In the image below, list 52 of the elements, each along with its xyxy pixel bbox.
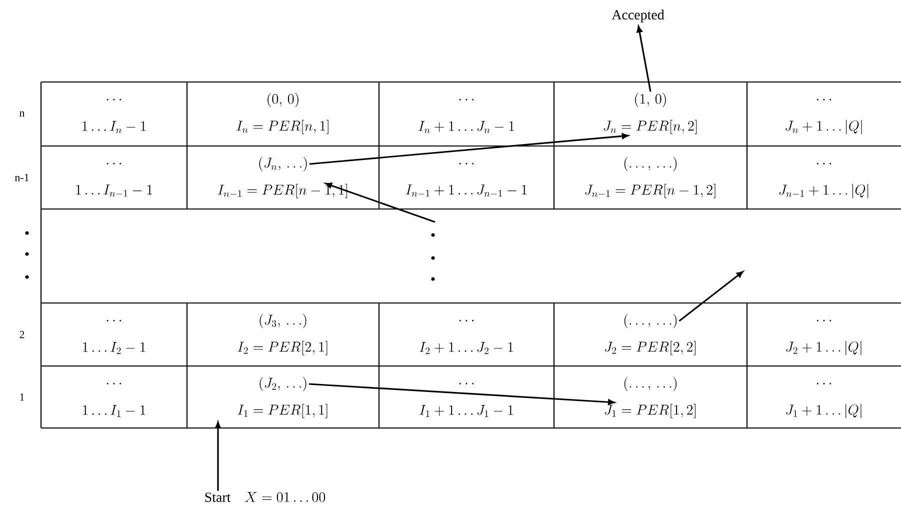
math-expression: $I_2+1\ldots J_2-1$ [420, 342, 513, 354]
math-expression: $I_2=PER[2,1]$ [238, 340, 328, 356]
math-expression: $\cdots$ [816, 320, 832, 322]
math-expression: $I_1=PER[1,1]$ [238, 404, 328, 418]
math-expression: $(0,\,0)$ [268, 92, 298, 108]
row-label: n [20, 111, 25, 117]
flow-label: Start $X=01\ldots 00$ [205, 492, 326, 502]
math-expression: $\cdots$ [816, 98, 832, 100]
math-expression: $J_n+1\ldots |Q|$ [786, 120, 862, 134]
math-expression: $I_{n-1}+1\ldots J_{n-1}-1$ [406, 184, 527, 197]
math-expression: $(\ldots,\,\ldots)$ [624, 314, 677, 328]
math-expression: $J_n=PER[n,2]$ [604, 120, 697, 134]
row-label: 2 [20, 330, 24, 338]
math-expression: $J_1=PER[1,2]$ [604, 404, 696, 418]
arrow [215, 422, 221, 491]
math-expression: $I_{n-1}=PER[n-1,1]$ [218, 184, 348, 198]
row-label: 1 [20, 393, 24, 401]
math-expression: $1\ldots I_1-1$ [83, 405, 146, 417]
math-expression: $\cdots$ [459, 162, 474, 164]
math-expression: $(J_n,\,\ldots)$ [259, 156, 307, 172]
math-expression: $J_2+1\ldots |Q|$ [786, 340, 862, 356]
math-expression: $(1,\,0)$ [635, 92, 666, 108]
math-expression: $(\ldots,\,\ldots)$ [624, 376, 677, 392]
math-expression: $\cdots$ [459, 320, 474, 322]
flow-label: Accepted [612, 10, 664, 22]
arrow [309, 133, 628, 165]
math-expression: $I_1+1\ldots J_1-1$ [420, 405, 513, 417]
math-expression: $1\ldots I_n-1$ [82, 121, 146, 134]
math-expression: $J_1+1\ldots |Q|$ [786, 404, 862, 418]
arrow [678, 271, 744, 322]
math-expression: $I_n=PER[n,1]$ [236, 120, 328, 134]
math-expression: $\cdots$ [816, 382, 832, 384]
row-label: n-1 [14, 174, 29, 182]
math-expression: $1\ldots I_2-1$ [83, 342, 146, 354]
math-expression: $\cdots$ [106, 320, 122, 322]
math-expression: $\cdots$ [106, 98, 122, 100]
math-expression: $J_2=PER[2,2]$ [604, 340, 696, 356]
math-expression: $\cdots$ [106, 162, 122, 164]
math-expression: $I_n+1\ldots J_n-1$ [418, 121, 514, 134]
math-expression: $\cdots$ [106, 382, 122, 384]
math-expression: $\cdots$ [459, 98, 474, 100]
math-expression: $(J_3,\,\ldots)$ [260, 314, 306, 328]
math-expression: $\cdots$ [816, 162, 832, 164]
math-expression: $J_{n-1}+1\ldots |Q|$ [779, 184, 868, 198]
arrow [325, 182, 436, 223]
arrow [636, 26, 652, 92]
math-expression: $J_{n-1}=PER[n-1,2]$ [585, 184, 716, 198]
arrow [308, 383, 615, 405]
math-expression: $1\ldots I_{n-1}-1$ [76, 184, 152, 197]
math-expression: $(\ldots,\,\ldots)$ [624, 156, 677, 172]
math-expression: $(J_2,\,\ldots)$ [260, 376, 306, 392]
math-expression: $\cdots$ [459, 382, 474, 384]
